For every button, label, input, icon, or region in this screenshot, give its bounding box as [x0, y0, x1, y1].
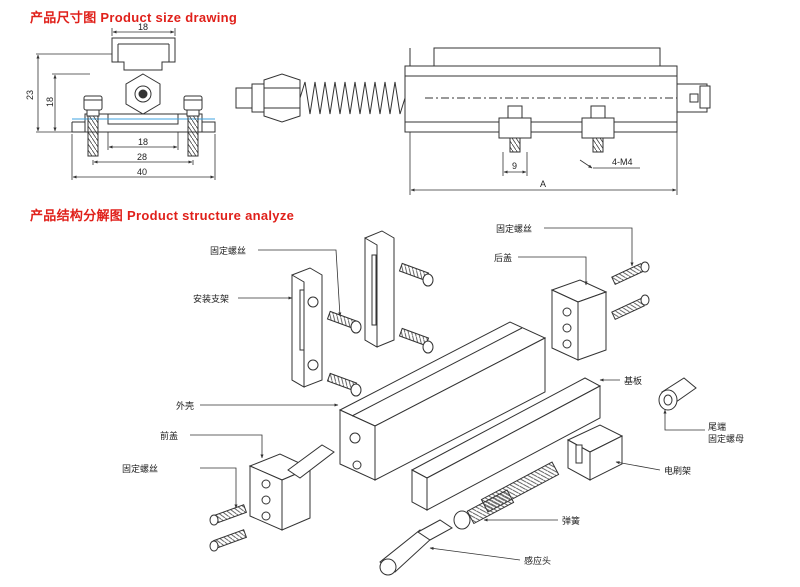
mounting-bracket-left [291, 267, 323, 388]
label-fixing-screw-top: 固定螺丝 [210, 245, 246, 257]
base-plate [410, 377, 602, 511]
dim-inner-width: 28 [137, 152, 147, 162]
tail-nut [658, 377, 697, 411]
side-view-dimensions [409, 132, 678, 195]
label-mounting-bracket: 安装支架 [193, 293, 229, 305]
label-brush-holder: 电刷架 [664, 465, 691, 477]
cross-section-dimensions [36, 28, 216, 180]
label-fixing-screw-left: 固定螺丝 [122, 463, 158, 475]
label-fixing-screw-right: 固定螺丝 [496, 223, 532, 235]
label-housing: 外壳 [176, 400, 194, 412]
dim-height-inner: 18 [45, 97, 55, 107]
side-view [235, 47, 711, 153]
cross-section-view [71, 37, 216, 157]
rear-cover [550, 279, 608, 361]
dim-slot-width: 18 [138, 137, 148, 147]
mounting-bracket-right [364, 230, 395, 348]
leader-lines [190, 227, 705, 561]
spring [453, 461, 560, 530]
dim-top-width: 18 [138, 22, 148, 32]
dim-height-outer: 23 [25, 90, 35, 100]
dim-slider-width: 9 [512, 161, 517, 171]
exploded-view [209, 230, 697, 576]
size-drawing-title: 产品尺寸图 Product size drawing [30, 10, 238, 25]
dim-length: A [540, 179, 546, 189]
front-cover [248, 444, 335, 531]
label-rear-cover: 后盖 [494, 252, 512, 264]
label-sensing-head: 感应头 [524, 555, 551, 567]
label-base-plate: 基板 [624, 375, 642, 387]
structure-title: 产品结构分解图 Product structure analyze [30, 208, 295, 223]
label-front-cover: 前盖 [160, 430, 178, 442]
sensing-head [379, 519, 453, 576]
label-tail-nut-1: 尾端 [708, 421, 726, 433]
dim-thread: 4-M4 [612, 157, 633, 167]
label-spring: 弹簧 [562, 515, 580, 527]
label-tail-nut-2: 固定螺母 [708, 433, 744, 445]
screws-bracket [326, 262, 434, 397]
housing [338, 321, 547, 481]
dim-base-width: 40 [137, 167, 147, 177]
brush-holder [566, 424, 624, 481]
